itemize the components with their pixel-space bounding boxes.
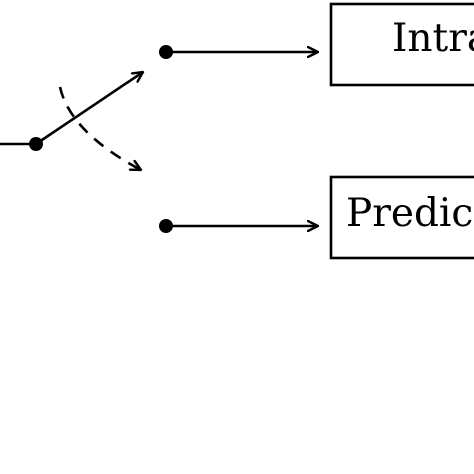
block-predict: Predict <box>329 175 474 260</box>
block-intra-label: Intra <box>392 16 474 61</box>
switch-solid-arrow <box>35 72 143 146</box>
block-intra: Intra <box>329 2 474 87</box>
switch-dashed-arrow <box>58 86 141 170</box>
block-intra-box <box>329 2 474 87</box>
block-predict-label: Predict <box>346 191 474 236</box>
block-predict-box <box>329 175 474 260</box>
